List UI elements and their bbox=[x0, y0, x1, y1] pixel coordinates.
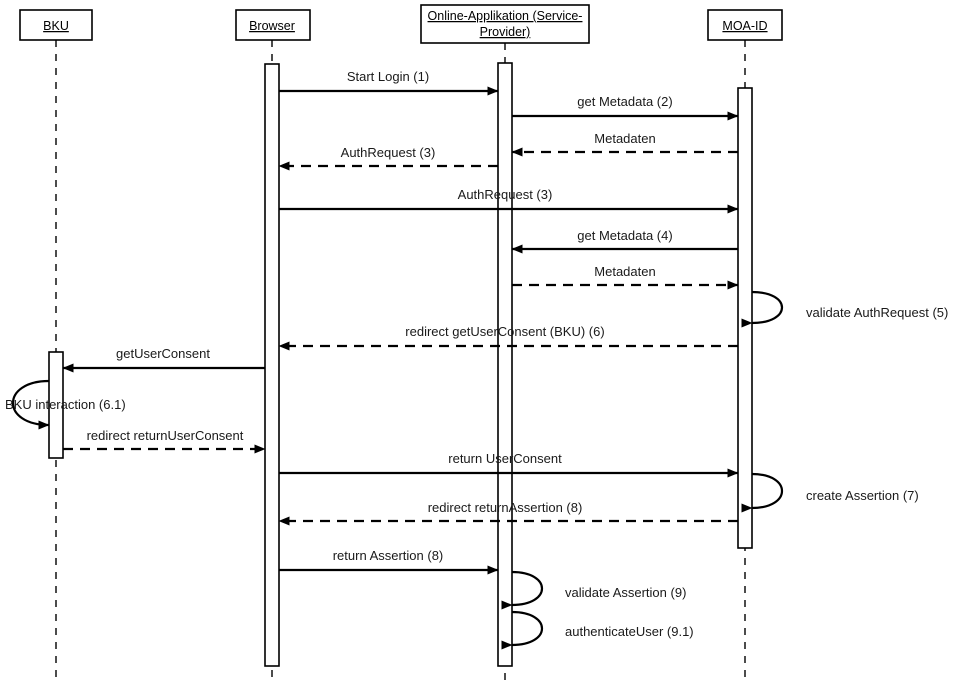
message-m5[interactable]: AuthRequest (3) bbox=[279, 187, 739, 214]
message-label-m2: get Metadata (2) bbox=[577, 94, 672, 109]
self-message-arc-s5 bbox=[501, 610, 543, 650]
message-label-m5: AuthRequest (3) bbox=[458, 187, 553, 202]
message-m10[interactable]: redirect returnUserConsent bbox=[63, 428, 266, 454]
message-m7[interactable]: Metadaten bbox=[512, 264, 739, 290]
message-label-m7: Metadaten bbox=[594, 264, 655, 279]
activation-bar-oa[interactable] bbox=[497, 62, 513, 667]
lifeline-bku[interactable]: BKU bbox=[19, 9, 93, 682]
self-message-s2[interactable]: BKU interaction (6.1) bbox=[5, 379, 126, 430]
self-message-arc-s4 bbox=[501, 570, 543, 610]
message-label-m8: redirect getUserConsent (BKU) (6) bbox=[405, 324, 604, 339]
message-m1[interactable]: Start Login (1) bbox=[279, 69, 499, 96]
activations-layer bbox=[48, 62, 753, 667]
activation-bar-bku[interactable] bbox=[48, 351, 64, 459]
lifeline-header-box-oa[interactable] bbox=[420, 4, 590, 44]
message-label-m11: return UserConsent bbox=[448, 451, 562, 466]
self-message-s5[interactable]: authenticateUser (9.1) bbox=[501, 610, 694, 650]
messages-layer: Start Login (1) get Metadata (2) Metadaten… bbox=[62, 69, 739, 575]
self-message-label-s4: validate Assertion (9) bbox=[565, 585, 686, 600]
message-m4[interactable]: AuthRequest (3) bbox=[278, 145, 498, 171]
lifeline-header-box-moa[interactable] bbox=[707, 9, 783, 41]
message-label-m9: getUserConsent bbox=[116, 346, 210, 361]
message-m12[interactable]: redirect returnAssertion (8) bbox=[278, 500, 738, 526]
message-m3[interactable]: Metadaten bbox=[511, 131, 738, 157]
lifeline-label-moa: MOA-ID bbox=[722, 19, 767, 33]
activation-bar-browser[interactable] bbox=[264, 63, 280, 667]
lifeline-label-oa-line1: Online-Applikation (Service- bbox=[428, 9, 583, 23]
self-messages-layer: validate AuthRequest (5) BKU interaction … bbox=[5, 290, 948, 650]
self-message-label-s5: authenticateUser (9.1) bbox=[565, 624, 694, 639]
message-label-m6: get Metadata (4) bbox=[577, 228, 672, 243]
message-label-m4: AuthRequest (3) bbox=[341, 145, 436, 160]
self-message-arc-s1 bbox=[741, 290, 783, 328]
message-m6[interactable]: get Metadata (4) bbox=[511, 228, 738, 254]
lifeline-moa[interactable]: MOA-ID bbox=[707, 9, 783, 682]
message-m2[interactable]: get Metadata (2) bbox=[512, 94, 739, 121]
lifeline-header-box-bku[interactable] bbox=[19, 9, 93, 41]
self-message-label-s3: create Assertion (7) bbox=[806, 488, 919, 503]
message-label-m1: Start Login (1) bbox=[347, 69, 429, 84]
self-message-arc-s3 bbox=[741, 472, 783, 513]
lifeline-label-browser: Browser bbox=[249, 19, 295, 33]
message-label-m3: Metadaten bbox=[594, 131, 655, 146]
self-message-s4[interactable]: validate Assertion (9) bbox=[501, 570, 686, 610]
self-message-arc-s2 bbox=[11, 379, 50, 430]
self-message-label-s1: validate AuthRequest (5) bbox=[806, 305, 948, 320]
message-label-m13: return Assertion (8) bbox=[333, 548, 444, 563]
message-label-m10: redirect returnUserConsent bbox=[87, 428, 244, 443]
message-m13[interactable]: return Assertion (8) bbox=[279, 548, 499, 575]
message-m11[interactable]: return UserConsent bbox=[279, 451, 739, 478]
message-m9[interactable]: getUserConsent bbox=[62, 346, 265, 373]
self-message-s1[interactable]: validate AuthRequest (5) bbox=[741, 290, 948, 328]
self-message-label-s2: BKU interaction (6.1) bbox=[5, 397, 126, 412]
message-m8[interactable]: redirect getUserConsent (BKU) (6) bbox=[278, 324, 738, 351]
message-label-m12: redirect returnAssertion (8) bbox=[428, 500, 583, 515]
activation-bar-moa[interactable] bbox=[737, 87, 753, 549]
lifeline-label-bku: BKU bbox=[43, 19, 69, 33]
lifeline-header-box-browser[interactable] bbox=[235, 9, 311, 41]
lifeline-label-oa-line2: Provider) bbox=[480, 25, 531, 39]
self-message-s3[interactable]: create Assertion (7) bbox=[741, 472, 919, 513]
